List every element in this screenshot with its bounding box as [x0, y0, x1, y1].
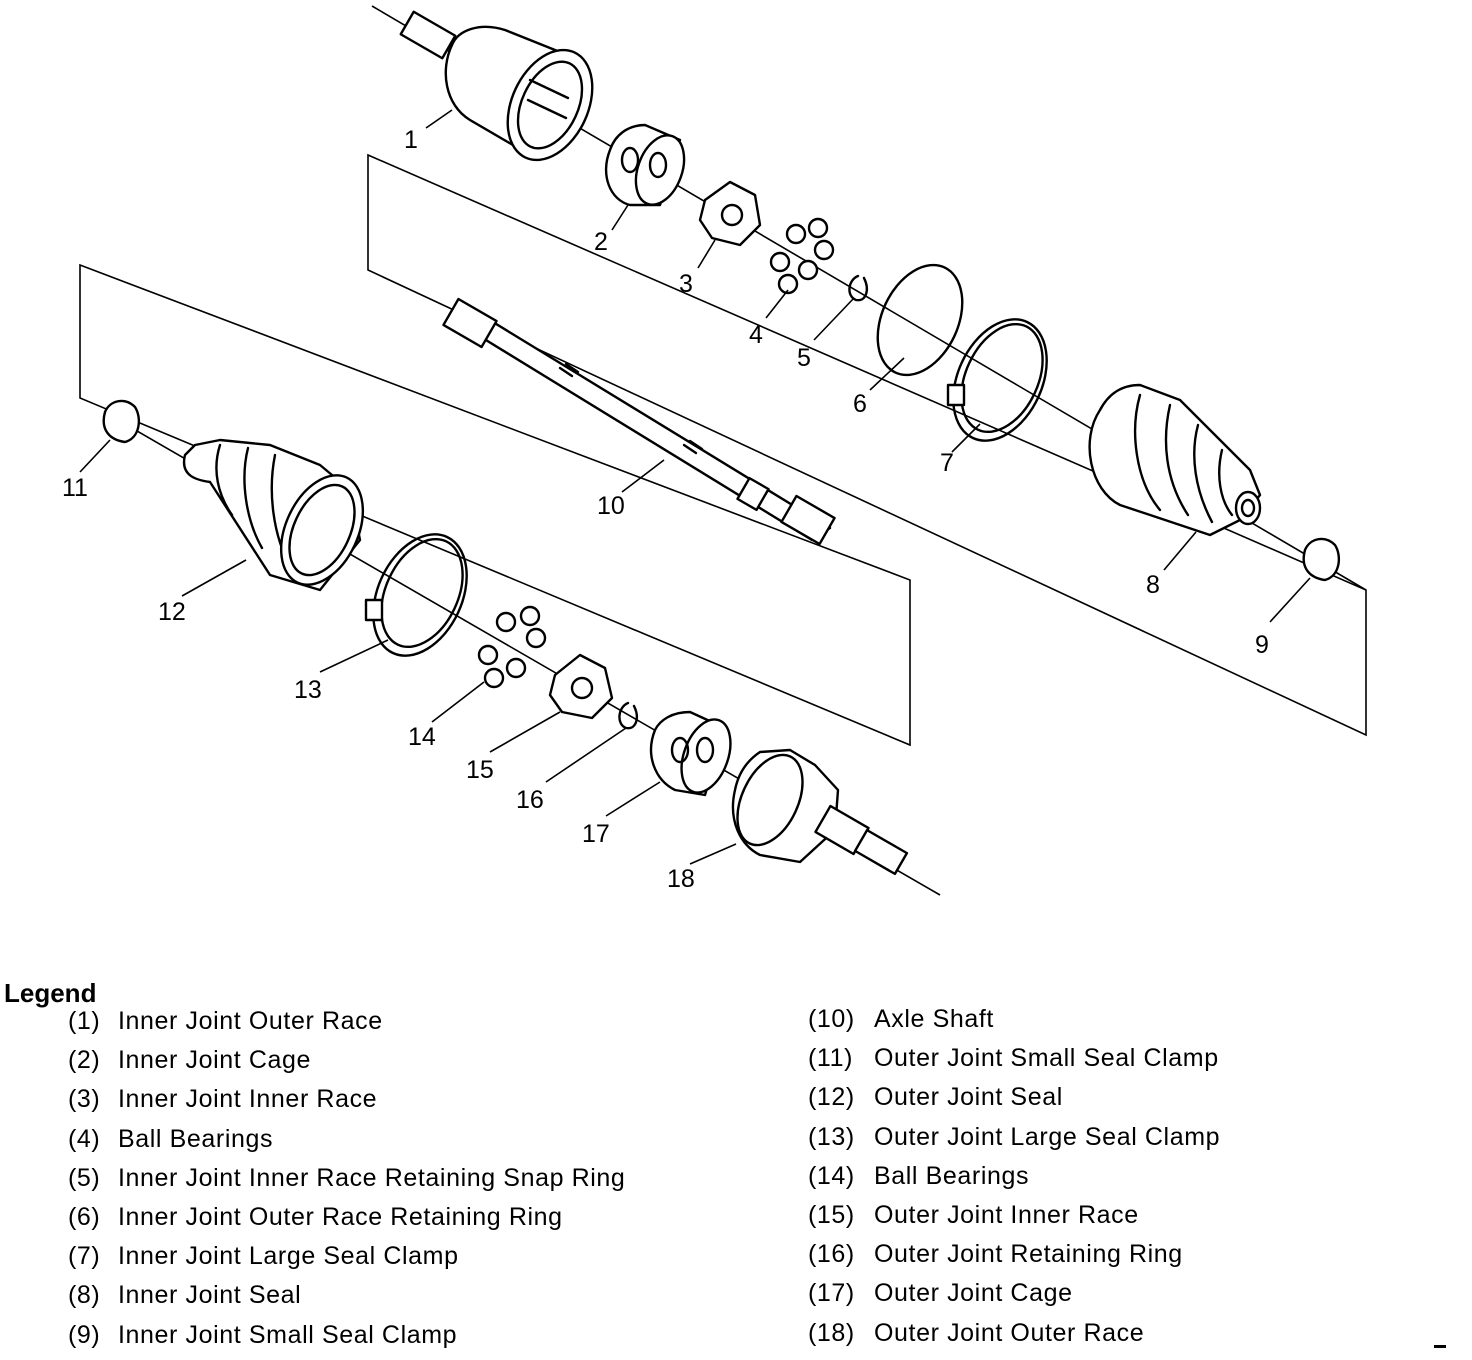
- callout-leader-lines: [79, 109, 1311, 865]
- callout-1: 1: [404, 126, 418, 154]
- inner-ball-bearings-part: [769, 217, 835, 295]
- callout-16: 16: [516, 786, 544, 814]
- inner-joint-inner-race-part: [698, 180, 762, 247]
- exploded-view-diagram: 1 2 3 4 5 6 7 8 9 10 11 12 13 14 15 16 1…: [62, 5, 1367, 896]
- legend-item-label: Inner Joint Outer Race: [118, 1007, 383, 1035]
- legend-item-number: (9): [68, 1320, 101, 1349]
- callout-18: 18: [667, 865, 695, 893]
- legend-item-number: (15): [808, 1200, 855, 1229]
- callout-5: 5: [797, 344, 811, 372]
- legend-item: (6) Inner Joint Outer Race Retaining Ring: [68, 1199, 625, 1238]
- outer-joint-small-seal-clamp-part: [102, 399, 141, 444]
- callout-17: 17: [582, 820, 610, 848]
- legend-item: (7) Inner Joint Large Seal Clamp: [68, 1238, 625, 1277]
- legend-item-label: Inner Joint Outer Race Retaining Ring: [118, 1202, 563, 1231]
- outer-joint-cage-part: [649, 710, 732, 797]
- legend-item-label: Inner Joint Small Seal Clamp: [118, 1320, 458, 1349]
- callout-13: 13: [294, 676, 322, 704]
- legend-item: (13) Outer Joint Large Seal Clamp: [808, 1119, 1220, 1158]
- legend-item: (17) Outer Joint Cage: [808, 1275, 1220, 1314]
- legend-item-label: Axle Shaft: [874, 1005, 994, 1033]
- legend-item: (1) Inner Joint Outer Race: [68, 1003, 625, 1042]
- callout-9: 9: [1255, 631, 1269, 659]
- legend-item: (12) Outer Joint Seal: [808, 1079, 1220, 1118]
- legend-item-number: (18): [808, 1318, 855, 1347]
- axle-shaft-part: [442, 297, 836, 546]
- legend-item-label: Outer Joint Outer Race: [874, 1318, 1145, 1347]
- outer-joint-large-seal-clamp-part: [364, 533, 468, 657]
- inner-joint-outer-race-part: [399, 10, 594, 162]
- legend-item-label: Inner Joint Cage: [118, 1046, 312, 1075]
- legend-item-number: (3): [68, 1085, 101, 1114]
- callout-2: 2: [594, 228, 608, 256]
- legend-item-label: Outer Joint Retaining Ring: [874, 1240, 1183, 1269]
- legend-item: (5) Inner Joint Inner Race Retaining Snap…: [68, 1160, 625, 1199]
- inner-joint-seal-part: [1088, 383, 1262, 537]
- callout-3: 3: [679, 270, 693, 298]
- legend-item-label: Outer Joint Small Seal Clamp: [874, 1044, 1219, 1073]
- legend-left-column: (1) Inner Joint Outer Race (2) Inner Joint…: [68, 1003, 625, 1356]
- legend-item: (2) Inner Joint Cage: [68, 1042, 625, 1081]
- legend-item-label: Inner Joint Large Seal Clamp: [118, 1242, 459, 1271]
- callout-15: 15: [466, 756, 494, 784]
- legend-item-number: (7): [68, 1242, 101, 1271]
- callout-8: 8: [1146, 571, 1160, 599]
- legend-item: (14) Ball Bearings: [808, 1158, 1220, 1197]
- callout-4: 4: [749, 321, 763, 349]
- legend-item-number: (17): [808, 1279, 855, 1308]
- legend-item-number: (14): [808, 1161, 855, 1190]
- callout-11: 11: [62, 474, 88, 502]
- callout-6: 6: [853, 390, 867, 418]
- legend-item-number: (8): [68, 1281, 101, 1310]
- inner-joint-large-seal-clamp-part: [946, 318, 1048, 442]
- legend-item-number: (6): [68, 1202, 101, 1231]
- legend-item-number: (11): [808, 1044, 854, 1073]
- callout-12: 12: [158, 598, 186, 626]
- legend-item-label: Ball Bearings: [874, 1161, 1030, 1190]
- outer-ball-bearings-part: [477, 605, 547, 689]
- inner-joint-snap-ring-part: [848, 274, 868, 302]
- callout-10: 10: [597, 492, 625, 520]
- legend-item: (3) Inner Joint Inner Race: [68, 1081, 625, 1120]
- outer-joint-seal-part: [182, 438, 365, 592]
- legend-item-label: Inner Joint Inner Race: [118, 1085, 378, 1114]
- legend-item-label: Outer Joint Inner Race: [874, 1200, 1139, 1229]
- inner-joint-cage-part: [604, 123, 686, 207]
- legend-item: (4) Ball Bearings: [68, 1121, 625, 1160]
- inner-joint-small-seal-clamp-part: [1302, 537, 1341, 582]
- legend-item-label: Outer Joint Large Seal Clamp: [874, 1122, 1221, 1151]
- legend-item-number: (1): [68, 1007, 101, 1035]
- legend-item-number: (5): [68, 1163, 101, 1192]
- callout-7: 7: [940, 449, 954, 477]
- legend-item: (9) Inner Joint Small Seal Clamp: [68, 1317, 625, 1356]
- legend-item: (8) Inner Joint Seal: [68, 1277, 625, 1316]
- legend-item-number: (2): [68, 1046, 101, 1075]
- legend-item-number: (12): [808, 1083, 855, 1112]
- outer-joint-inner-race-part: [548, 653, 614, 720]
- legend-item: (15) Outer Joint Inner Race: [808, 1197, 1220, 1236]
- legend-item-number: (16): [808, 1240, 855, 1269]
- legend-item-label: Outer Joint Cage: [874, 1279, 1073, 1308]
- legend-item: (18) Outer Joint Outer Race: [808, 1315, 1220, 1354]
- axle-shaft-frame-panel: [79, 263, 911, 747]
- inner-joint-retaining-ring-part: [876, 263, 964, 377]
- outer-joint-outer-race-part: [731, 748, 909, 876]
- legend-title: Legend: [4, 978, 97, 1008]
- legend-item-number: (4): [68, 1124, 101, 1153]
- legend-item: (11) Outer Joint Small Seal Clamp: [808, 1040, 1220, 1079]
- corner-mark: [1434, 1345, 1446, 1348]
- legend-item-label: Inner Joint Seal: [118, 1281, 302, 1310]
- legend-item-label: Ball Bearings: [118, 1124, 274, 1153]
- legend-item-label: Inner Joint Inner Race Retaining Snap Ri…: [118, 1163, 626, 1192]
- legend-item: (10) Axle Shaft: [808, 1001, 1220, 1040]
- legend-item-label: Outer Joint Seal: [874, 1083, 1063, 1112]
- legend-item-number: (10): [808, 1005, 855, 1033]
- legend-item-number: (13): [808, 1122, 855, 1151]
- inner-joint-frame-panel: [367, 153, 1367, 737]
- legend-item: (16) Outer Joint Retaining Ring: [808, 1236, 1220, 1275]
- legend-right-column: (10) Axle Shaft (11) Outer Joint Small Sea…: [808, 1001, 1220, 1354]
- callout-14: 14: [408, 723, 436, 751]
